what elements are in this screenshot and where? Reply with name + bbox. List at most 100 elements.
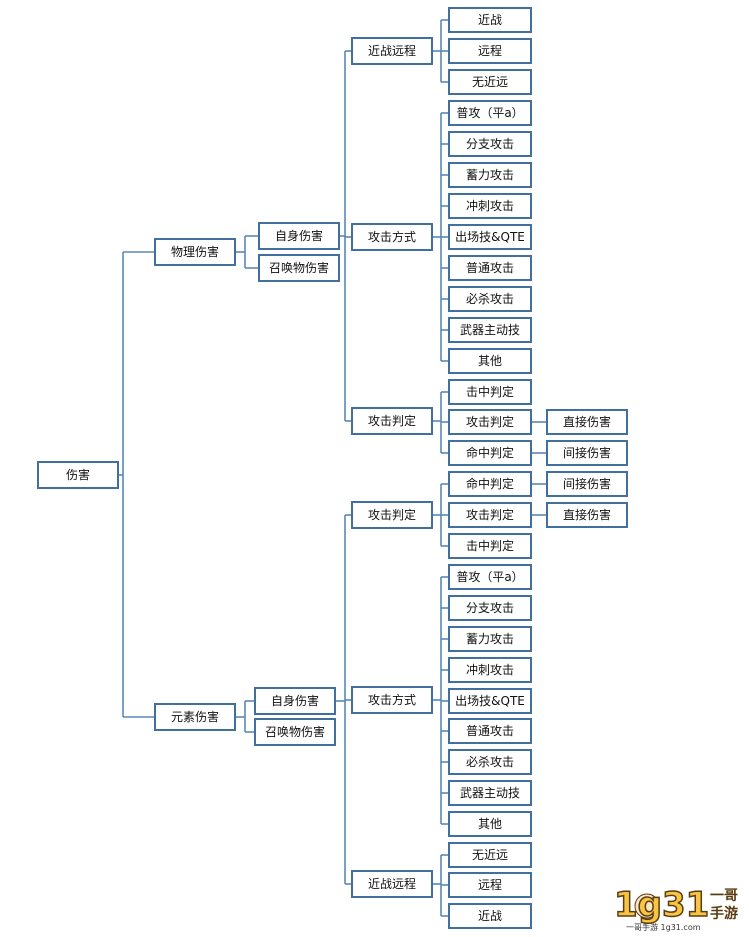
node-label-e-j-hit: 击中判定 xyxy=(466,538,514,553)
node-box-p-j-attack-direct xyxy=(546,409,628,435)
node-e-m-ult: 必杀攻击 xyxy=(448,749,532,775)
node-label-p-method: 攻击方式 xyxy=(368,229,416,244)
node-label-p-j-accuracy: 命中判定 xyxy=(466,445,514,460)
node-label-e-m-branch: 分支攻击 xyxy=(466,601,514,615)
node-label-p-m-basic: 普通攻击 xyxy=(466,261,514,275)
node-label-p-j-accuracy-indirect: 间接伤害 xyxy=(563,445,611,460)
node-box-p-m-normal-a xyxy=(448,100,532,126)
node-label-p-m-other: 其他 xyxy=(478,354,502,368)
node-elem: 元素伤害 xyxy=(154,703,236,731)
node-box-p-m-weapon xyxy=(448,317,532,343)
node-label-e-method: 攻击方式 xyxy=(368,692,416,707)
node-e-method: 攻击方式 xyxy=(351,686,433,714)
node-box-e-m-qte xyxy=(448,688,532,714)
node-e-range-none: 无近远 xyxy=(448,842,532,868)
node-e-j-accuracy: 命中判定 xyxy=(448,471,532,497)
node-label-p-m-qte: 出场技&QTE xyxy=(455,230,525,244)
node-box-p-m-dash xyxy=(448,193,532,219)
node-box-p-range-none xyxy=(448,69,532,95)
node-box-elem-self xyxy=(254,687,336,715)
node-box-e-m-other xyxy=(448,811,532,837)
node-e-m-basic: 普通攻击 xyxy=(448,718,532,744)
node-box-e-range-ranged xyxy=(448,872,532,898)
node-box-p-range-ranged xyxy=(448,38,532,64)
node-label-p-m-dash: 冲刺攻击 xyxy=(466,198,514,213)
node-box-e-m-charge xyxy=(448,626,532,652)
node-label-elem-summon: 召唤物伤害 xyxy=(265,724,325,739)
node-box-e-range-none xyxy=(448,842,532,868)
mascot-face-icon xyxy=(634,893,660,919)
node-e-range-melee: 近战 xyxy=(448,903,532,929)
node-box-root xyxy=(37,461,119,489)
node-box-e-j-accuracy xyxy=(448,471,532,497)
node-label-e-m-normal-a: 普攻（平a） xyxy=(456,570,523,584)
node-box-p-judge xyxy=(351,407,433,435)
node-label-e-m-other: 其他 xyxy=(478,817,502,831)
node-label-p-judge: 攻击判定 xyxy=(368,413,416,428)
connectors xyxy=(118,19,547,917)
node-label-e-j-attack: 攻击判定 xyxy=(466,507,514,522)
node-label-e-m-charge: 蓄力攻击 xyxy=(466,632,514,646)
node-e-j-attack-direct: 直接伤害 xyxy=(546,502,628,528)
node-label-phys-summon: 召唤物伤害 xyxy=(269,260,329,275)
node-p-m-other: 其他 xyxy=(448,348,532,374)
node-box-p-m-branch xyxy=(448,131,532,157)
node-e-m-charge: 蓄力攻击 xyxy=(448,626,532,652)
node-label-phys: 物理伤害 xyxy=(171,244,219,259)
nodes: 伤害物理伤害自身伤害召唤物伤害近战远程攻击方式攻击判定近战远程无近远普攻（平a）… xyxy=(37,7,628,929)
node-box-p-m-charge xyxy=(448,162,532,188)
node-p-m-charge: 蓄力攻击 xyxy=(448,162,532,188)
node-label-e-m-qte: 出场技&QTE xyxy=(455,694,525,708)
node-e-m-normal-a: 普攻（平a） xyxy=(448,564,532,590)
node-e-range: 近战远程 xyxy=(351,870,433,898)
node-label-p-m-ult: 必杀攻击 xyxy=(466,291,514,306)
node-box-e-j-attack xyxy=(448,502,532,528)
node-p-m-normal-a: 普攻（平a） xyxy=(448,100,532,126)
node-label-p-m-branch: 分支攻击 xyxy=(466,137,514,151)
watermark-subtitle: 一哥手游 1g31.com xyxy=(626,922,701,932)
node-label-e-range-none: 无近远 xyxy=(472,848,508,862)
node-box-p-m-qte xyxy=(448,224,532,250)
node-label-p-m-weapon: 武器主动技 xyxy=(460,323,520,337)
node-box-p-j-attack xyxy=(448,409,532,435)
node-label-elem-self: 自身伤害 xyxy=(271,693,319,708)
node-label-p-j-attack: 攻击判定 xyxy=(466,414,514,429)
node-p-j-attack-direct: 直接伤害 xyxy=(546,409,628,435)
node-label-e-m-ult: 必杀攻击 xyxy=(466,754,514,769)
node-box-e-method xyxy=(351,686,433,714)
node-label-p-range: 近战远程 xyxy=(368,43,416,58)
node-label-e-j-accuracy-indirect: 间接伤害 xyxy=(563,476,611,491)
node-box-e-range xyxy=(351,870,433,898)
node-label-e-m-basic: 普通攻击 xyxy=(466,724,514,738)
node-p-m-basic: 普通攻击 xyxy=(448,255,532,281)
node-box-p-method xyxy=(351,223,433,251)
node-label-e-range-melee: 近战 xyxy=(478,909,502,923)
node-box-e-j-hit xyxy=(448,533,532,559)
node-p-m-dash: 冲刺攻击 xyxy=(448,193,532,219)
node-label-phys-self: 自身伤害 xyxy=(275,228,323,243)
node-label-e-m-dash: 冲刺攻击 xyxy=(466,662,514,677)
watermark-side-top: 一哥 xyxy=(710,888,738,904)
node-label-p-m-normal-a: 普攻（平a） xyxy=(456,106,523,120)
node-label-e-j-attack-direct: 直接伤害 xyxy=(563,507,611,522)
node-box-phys-summon xyxy=(258,254,340,282)
node-box-elem xyxy=(154,703,236,731)
node-box-phys-self xyxy=(258,222,340,250)
node-p-m-qte: 出场技&QTE xyxy=(448,224,532,250)
node-label-p-range-none: 无近远 xyxy=(472,75,508,89)
node-p-j-hit: 击中判定 xyxy=(448,379,532,405)
node-box-p-m-basic xyxy=(448,255,532,281)
node-box-e-m-dash xyxy=(448,657,532,683)
node-label-e-range: 近战远程 xyxy=(368,876,416,891)
node-box-p-range xyxy=(351,37,433,65)
node-p-j-attack: 攻击判定 xyxy=(448,409,532,435)
node-e-m-dash: 冲刺攻击 xyxy=(448,657,532,683)
node-box-e-m-basic xyxy=(448,718,532,744)
node-box-e-m-weapon xyxy=(448,780,532,806)
node-p-range-none: 无近远 xyxy=(448,69,532,95)
node-box-e-m-normal-a xyxy=(448,564,532,590)
watermark-digits: 1g31 xyxy=(614,885,709,925)
node-phys-self: 自身伤害 xyxy=(258,222,340,250)
node-box-elem-summon xyxy=(254,718,336,746)
